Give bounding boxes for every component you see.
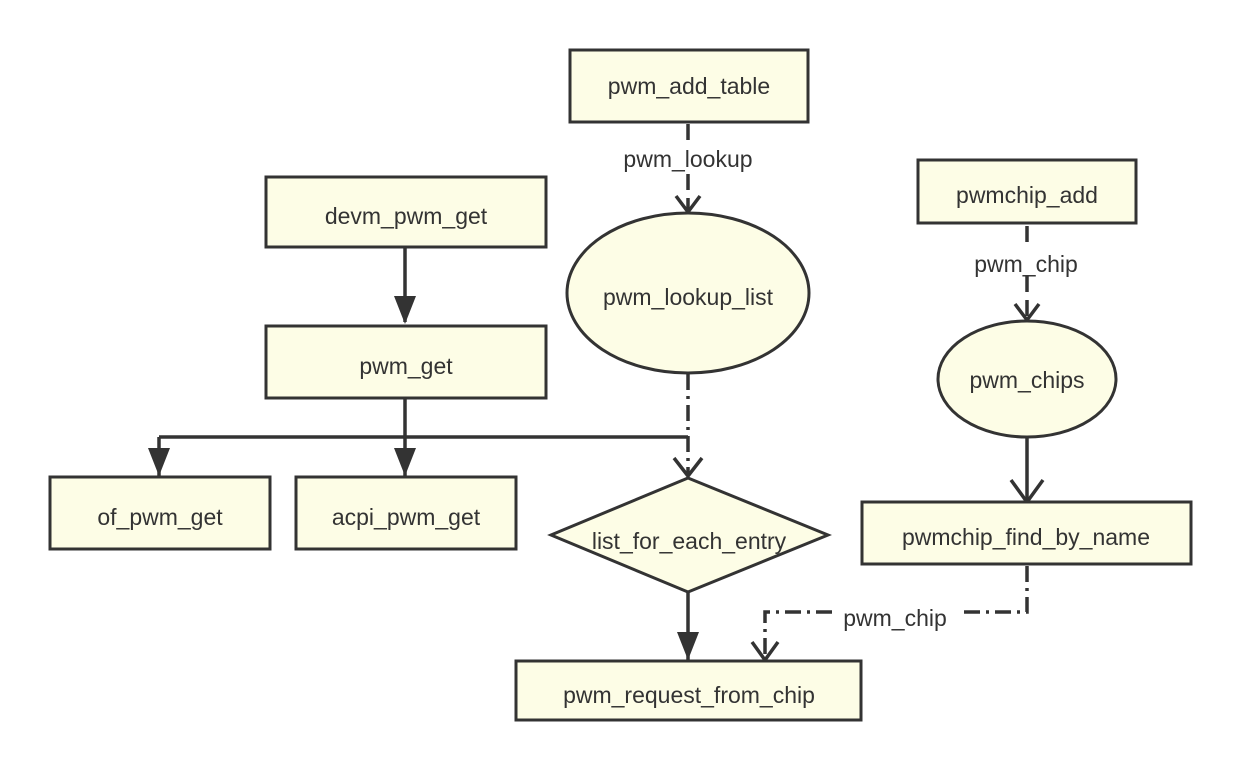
svg-text:devm_pwm_get: devm_pwm_get (325, 203, 488, 229)
edge-lookup-list-to-loop (672, 374, 704, 479)
node-pwm-add-table: pwm_add_table (568, 48, 810, 124)
edge-loop-to-request (677, 592, 699, 660)
svg-text:pwm_lookup_list: pwm_lookup_list (603, 284, 774, 310)
node-pwm-lookup-list: pwm_lookup_list (565, 211, 811, 375)
node-devm-pwm-get: devm_pwm_get (264, 175, 548, 249)
edge-label-pwm-chip-lower: pwm_chip (843, 605, 947, 631)
node-pwmchip-add: pwmchip_add (916, 158, 1138, 225)
svg-text:pwm_chips: pwm_chips (969, 367, 1084, 393)
node-list-for-each-entry: list_for_each_entry (547, 476, 832, 594)
edge-label-pwm-chip-upper: pwm_chip (974, 251, 1078, 277)
svg-text:of_pwm_get: of_pwm_get (97, 504, 223, 530)
svg-text:pwmchip_add: pwmchip_add (956, 182, 1098, 208)
edge-chips-to-find-by-name (1009, 438, 1045, 505)
edge-devm-to-pwm-get (394, 248, 416, 324)
edge-pwm-get-fanout (148, 399, 688, 476)
node-pwm-request-from-chip: pwm_request_from_chip (514, 659, 863, 722)
svg-text:pwm_add_table: pwm_add_table (608, 73, 770, 99)
svg-text:acpi_pwm_get: acpi_pwm_get (332, 504, 481, 530)
svg-text:pwmchip_find_by_name: pwmchip_find_by_name (902, 524, 1150, 550)
node-pwmchip-find-by-name: pwmchip_find_by_name (860, 500, 1193, 566)
node-acpi-pwm-get: acpi_pwm_get (294, 475, 518, 551)
svg-text:list_for_each_entry: list_for_each_entry (592, 528, 787, 554)
svg-text:pwm_get: pwm_get (359, 353, 453, 379)
svg-text:pwm_request_from_chip: pwm_request_from_chip (563, 682, 815, 708)
node-pwm-chips: pwm_chips (936, 319, 1118, 439)
node-of-pwm-get: of_pwm_get (48, 475, 272, 551)
node-pwm-get: pwm_get (264, 324, 548, 400)
edge-label-pwm-lookup: pwm_lookup (623, 146, 752, 172)
